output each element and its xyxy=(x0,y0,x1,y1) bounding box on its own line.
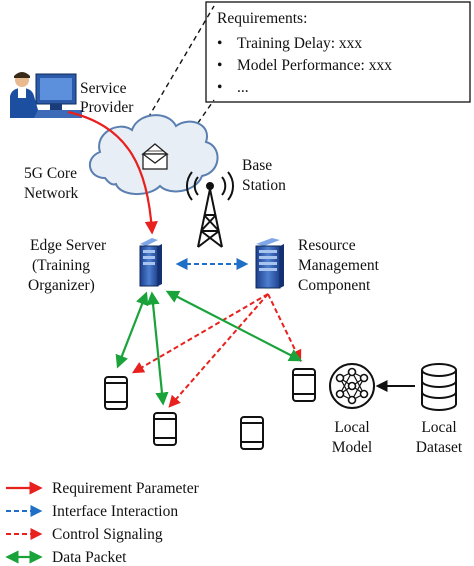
legend: Requirement Parameter Interface Interact… xyxy=(5,480,200,566)
bullet-dot: • xyxy=(217,79,222,96)
legend-label: Control Signaling xyxy=(52,526,163,543)
legend-label: Interface Interaction xyxy=(52,503,178,520)
resource-server-icon xyxy=(255,238,284,289)
phone-icon xyxy=(153,412,177,446)
envelope-icon xyxy=(141,143,169,170)
phone-icon xyxy=(104,376,128,410)
legend-label: Requirement Parameter xyxy=(52,480,200,497)
local-model-label: Model xyxy=(332,439,372,456)
requirement-item: Model Performance: xxx xyxy=(237,57,392,74)
local-dataset-label: Local xyxy=(421,419,456,436)
bullet-dot: • xyxy=(217,35,222,52)
edge-server-label: Edge Server xyxy=(30,237,107,254)
edge-server-label: Organizer) xyxy=(28,277,95,294)
database-icon xyxy=(421,363,457,411)
requirements-heading: Requirements: xyxy=(217,10,307,27)
requirement-item: Training Delay: xxx xyxy=(237,35,362,52)
bullet-dot: • xyxy=(217,57,222,74)
legend-label: Data Packet xyxy=(52,549,127,566)
edge-server-label: (Training xyxy=(32,257,90,274)
base-station-label: Base xyxy=(242,157,272,174)
resource-mgmt-label: Resource xyxy=(298,237,356,254)
local-dataset-label: Dataset xyxy=(416,439,463,456)
requirements-box: Requirements: • Training Delay: xxx • Mo… xyxy=(205,1,471,103)
resource-mgmt-label: Management xyxy=(298,257,380,274)
tower-icon xyxy=(185,171,235,248)
service-provider-label: Service xyxy=(80,80,127,97)
phone-icon xyxy=(240,416,264,450)
control-signaling-arrows xyxy=(131,293,302,408)
phone-icon xyxy=(292,368,316,402)
computer-user-icon xyxy=(10,72,82,118)
core-network-label: 5G Core xyxy=(24,165,77,182)
requirement-item: ... xyxy=(237,79,249,96)
resource-mgmt-label: Component xyxy=(298,277,371,294)
local-model-label: Local xyxy=(334,419,369,436)
core-network-label: Network xyxy=(24,185,78,202)
service-provider-label: Provider xyxy=(80,99,134,116)
edge-server-icon xyxy=(139,238,162,287)
neural-network-icon xyxy=(329,363,375,409)
data-packet-arrows xyxy=(115,290,303,406)
requirement-parameter-arrow xyxy=(67,110,158,235)
base-station-label: Station xyxy=(242,177,286,194)
